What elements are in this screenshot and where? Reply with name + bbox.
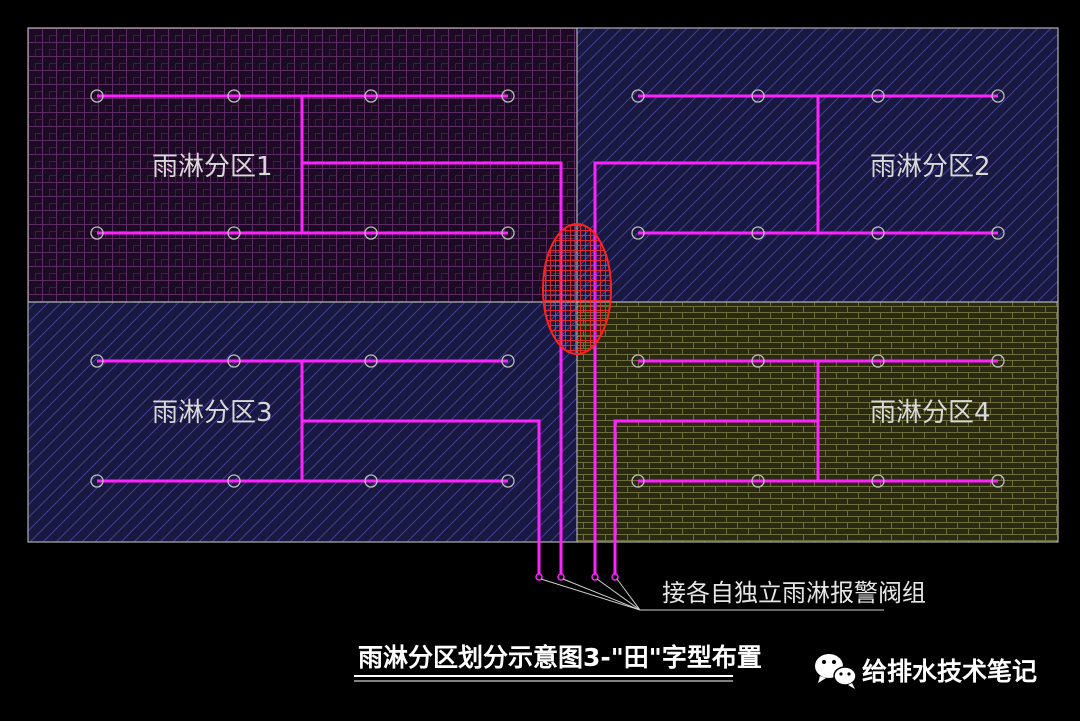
sprinkler-head [631, 354, 645, 368]
sprinkler-head [501, 474, 515, 488]
wechat-icon [815, 654, 857, 689]
sprinkler-head [871, 474, 885, 488]
sprinkler-head [991, 474, 1005, 488]
zone-4-label: 雨淋分区4 [870, 398, 991, 428]
sprinkler-head [364, 474, 378, 488]
sprinkler-head [871, 89, 885, 103]
sprinkler-head [631, 474, 645, 488]
pipe-ends [535, 573, 619, 581]
sprinkler-head [227, 474, 241, 488]
sprinkler-head [364, 354, 378, 368]
zone-4-riser [613, 419, 818, 575]
sprinkler-head [751, 354, 765, 368]
sprinkler-head [90, 474, 104, 488]
sprinkler-head [991, 354, 1005, 368]
sprinkler-head [631, 226, 645, 240]
sprinkler-head [751, 474, 765, 488]
pipe-end-zone-3 [535, 573, 543, 581]
sprinkler-head [631, 89, 645, 103]
sprinkler-head [991, 89, 1005, 103]
sprinkler-head [871, 354, 885, 368]
sprinkler-head [227, 226, 241, 240]
zone-2-label: 雨淋分区2 [870, 152, 991, 182]
sprinkler-head [751, 226, 765, 240]
diagram-title: 雨淋分区划分示意图3-"田"字型布置 [358, 643, 762, 672]
sprinkler-head [227, 89, 241, 103]
pipe-end-zone-1 [557, 573, 565, 581]
sprinkler-head [90, 226, 104, 240]
note-leader-lines [540, 578, 884, 611]
brand-name: 给排水技术笔记 [862, 657, 1037, 686]
sprinkler-head [90, 89, 104, 103]
pipe-end-zone-2 [591, 573, 599, 581]
zone-3-label: 雨淋分区3 [152, 398, 273, 428]
sprinkler-heads [90, 89, 1005, 488]
pipe-end-zone-4 [611, 573, 619, 581]
sprinkler-head [227, 354, 241, 368]
building-outline [27, 27, 1059, 543]
sprinkler-head [364, 226, 378, 240]
zone-1-riser [302, 161, 563, 575]
sprinkler-head [871, 226, 885, 240]
zone-1-label: 雨淋分区1 [152, 152, 273, 182]
sprinkler-head [501, 226, 515, 240]
zone-2-riser [593, 161, 818, 575]
junction-highlight [542, 223, 612, 355]
sprinkler-head [501, 354, 515, 368]
sprinkler-head [751, 89, 765, 103]
zone-3-riser [302, 419, 541, 575]
valve-group-note: 接各自独立雨淋报警阀组 [662, 579, 926, 607]
sprinkler-head [90, 354, 104, 368]
pipe-network [97, 94, 998, 575]
sprinkler-head [501, 89, 515, 103]
sprinkler-head [991, 226, 1005, 240]
sprinkler-head [364, 89, 378, 103]
